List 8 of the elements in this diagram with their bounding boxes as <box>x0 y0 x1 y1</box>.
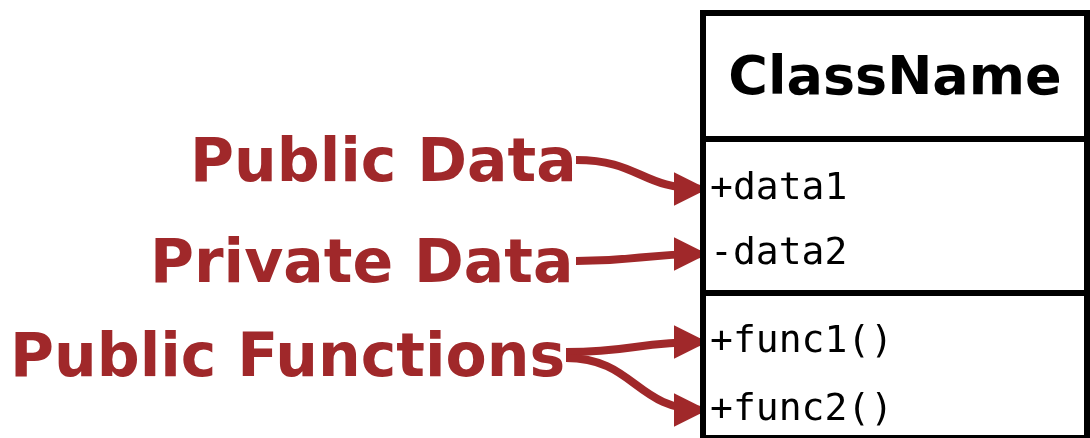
class-member: +data1 <box>706 161 1086 217</box>
class-box <box>700 10 1090 438</box>
class-name: ClassName <box>727 44 1063 107</box>
class-member: +func2() <box>706 382 1086 438</box>
class-member: +func1() <box>706 314 1086 370</box>
class-member: -data2 <box>706 226 1086 282</box>
annotation-label: Public Data <box>190 127 570 193</box>
annotation-label: Private Data <box>150 228 570 294</box>
